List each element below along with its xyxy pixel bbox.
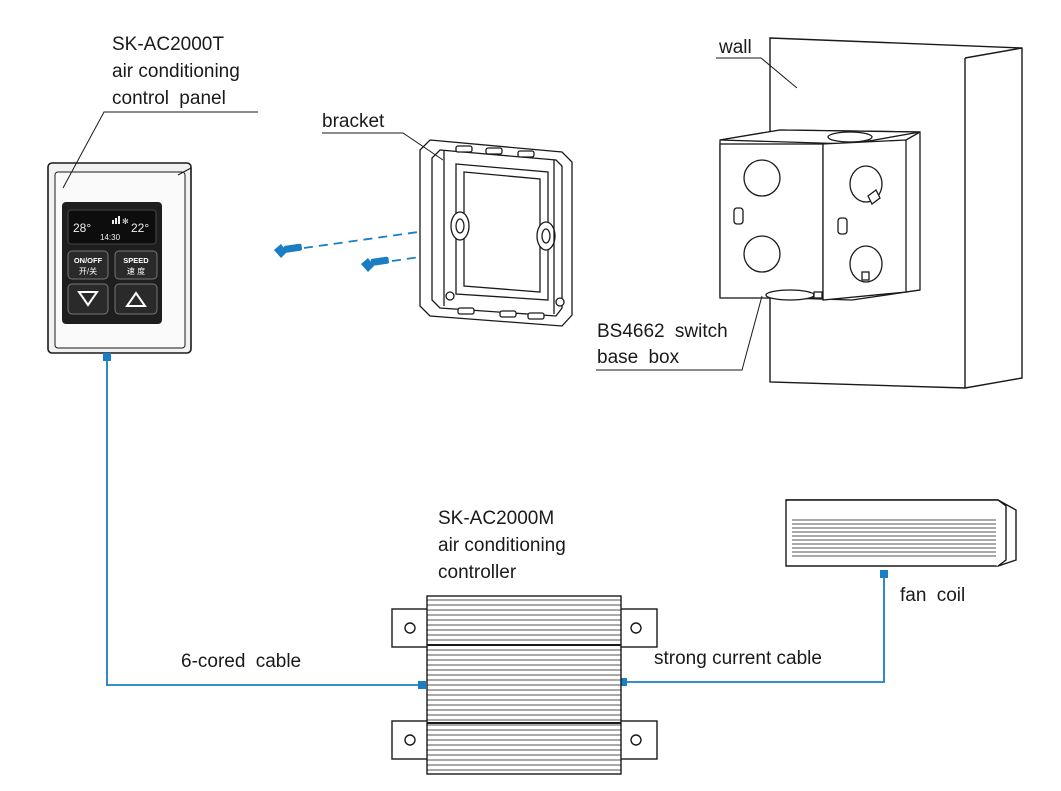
controller-name-label: controller <box>438 562 517 583</box>
bracket-leader-line <box>322 132 444 161</box>
fan-coil-label: fan coil <box>900 585 966 606</box>
speed-button: SPEED 速 度 <box>114 250 158 280</box>
six-core-cable-label: 6-cored cable <box>181 651 302 672</box>
snowflake-icon: ✻ <box>122 217 129 226</box>
bracket-label: bracket <box>322 111 385 132</box>
wall-label: wall <box>719 37 752 58</box>
panel-display <box>67 209 157 245</box>
control-panel: 28° 14:30 22° ✻ ON/OFF 开/关 SPEED 速 度 <box>47 111 258 354</box>
controller-model-label: SK-AC2000M <box>438 508 555 529</box>
svg-text:开/关: 开/关 <box>79 266 97 276</box>
cables <box>103 353 888 689</box>
display-time: 14:30 <box>100 233 121 242</box>
strong-current-cable-label: strong current cable <box>654 648 822 669</box>
six-core-cable <box>106 360 424 686</box>
signal-bars-icon <box>112 220 114 224</box>
panel-leader-line <box>62 111 258 189</box>
up-button <box>114 283 158 315</box>
controller-type-label: air conditioning <box>438 535 566 556</box>
box-leader-line <box>596 295 763 371</box>
box-label-line1: BS4662 switch <box>597 321 728 342</box>
triangle-down-icon <box>77 291 99 307</box>
display-left-temp: 28° <box>73 221 91 235</box>
svg-text:速 度: 速 度 <box>127 266 145 276</box>
screw-2 <box>361 256 389 272</box>
switch-base-box <box>596 129 921 371</box>
bracket <box>322 132 573 327</box>
panel-name-label: control panel <box>112 88 226 109</box>
wall-leader-line <box>716 57 798 89</box>
display-right-temp: 22° <box>131 221 149 235</box>
panel-model-label: SK-AC2000T <box>112 34 224 55</box>
triangle-up-icon <box>125 291 147 307</box>
fan-coil <box>785 499 1017 567</box>
svg-text:ON/OFF: ON/OFF <box>74 256 103 265</box>
down-button <box>67 283 109 315</box>
svg-text:SPEED: SPEED <box>123 256 149 265</box>
onoff-button: ON/OFF 开/关 <box>67 250 109 280</box>
strong-current-cable <box>622 575 885 683</box>
controller <box>391 595 658 775</box>
panel-type-label: air conditioning <box>112 61 240 82</box>
screw-1 <box>274 243 302 258</box>
box-label-line2: base box <box>597 347 680 368</box>
